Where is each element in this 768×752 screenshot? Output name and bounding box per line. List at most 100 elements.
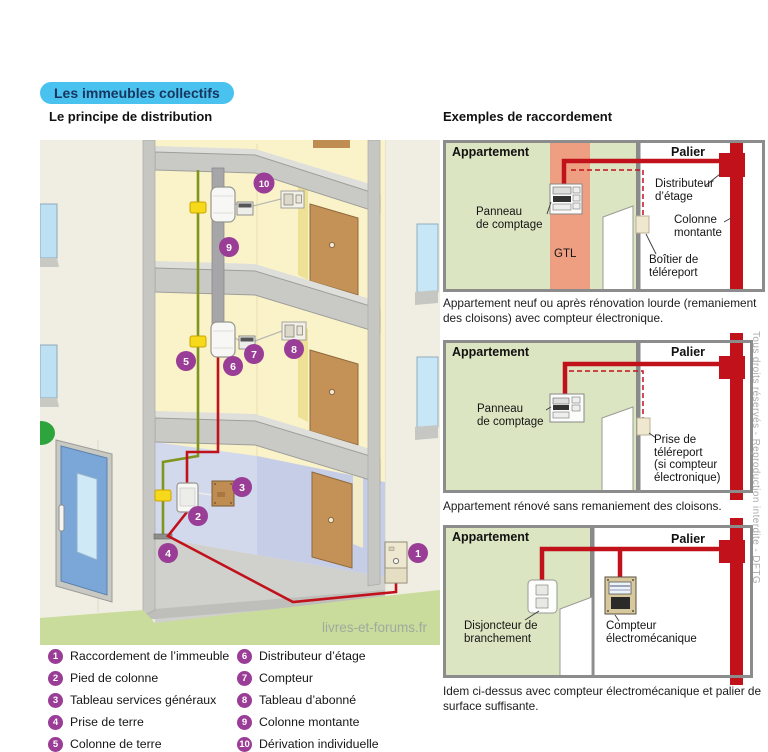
marker-9: 9: [219, 237, 239, 257]
marker-7: 7: [244, 344, 264, 364]
red-links: [539, 546, 723, 582]
label-boitier-telereport: Boîtier de téléreport: [649, 254, 699, 279]
schematic-new-apartment: Appartement Palier Panneau de comptage G…: [443, 140, 765, 292]
gtl-strip: [550, 140, 590, 292]
floor-distributor-box: [719, 356, 745, 379]
legend-label-9: Colonne montante: [259, 715, 360, 729]
side-watermark: Tous droits réservés - Reproduction inte…: [750, 331, 761, 585]
red-cable: [185, 357, 220, 483]
label-disjoncteur: Disjoncteur de branchement: [464, 620, 538, 645]
metering-panel-icon: [549, 183, 583, 215]
service-connection-box-icon: [384, 541, 408, 584]
svg-text:3: 3: [239, 482, 245, 494]
window-icon: [40, 203, 58, 259]
marker-5: 5: [176, 351, 196, 371]
legend-num-10: 10: [237, 736, 252, 752]
marker-10: 10: [253, 172, 275, 194]
legend-num-4: 4: [48, 714, 63, 730]
red-link: [562, 361, 723, 396]
legend-num-1: 1: [48, 648, 63, 664]
room-label-palier: Palier: [671, 345, 706, 359]
label-panneau-comptage: Panneau de comptage: [476, 206, 543, 231]
earth-connectors: [154, 201, 207, 502]
caption-schematic-1: Appartement neuf ou après rénovation lou…: [443, 296, 757, 325]
cut-wall-left: [142, 140, 156, 617]
legend-label-4: Prise de terre: [70, 715, 144, 729]
legend-label-3: Tableau services généraux: [70, 693, 217, 707]
caption-schematic-3: Idem ci-dessus avec compteur électroméca…: [443, 684, 762, 713]
marker-1: 1: [408, 543, 428, 563]
floor-distributor-box: [719, 540, 745, 563]
schematic-frame: [443, 140, 765, 292]
legend-item-10: 10 Dérivation individuelle: [237, 736, 379, 752]
schematic-frame: [443, 525, 753, 678]
label-prise-telereport: Prise de téléreport (si compteur électro…: [654, 434, 721, 484]
legend-num-2: 2: [48, 670, 63, 686]
hall-door-icon: [311, 471, 353, 569]
schematic-electromechanical: Appartement Palier Disjoncteur de branch…: [443, 518, 753, 685]
pointer-lines: [524, 610, 620, 622]
room-label-apartment: Appartement: [452, 530, 530, 544]
window-icon: [416, 356, 439, 428]
label-gtl: GTL: [554, 248, 577, 260]
teleport-box-icon: [635, 215, 650, 234]
marker-6: 6: [223, 356, 243, 376]
legend-num-9: 9: [237, 714, 252, 730]
window-icon: [40, 344, 58, 399]
svg-text:4: 4: [165, 548, 171, 560]
building-markers: 1 2 3 4 5 6 7 8 9 10: [158, 172, 428, 563]
metering-panel-icon: [549, 393, 585, 423]
teleport-link-dashed: [569, 370, 644, 418]
room-label-palier: Palier: [671, 145, 706, 159]
svg-text:7: 7: [251, 349, 257, 361]
site-watermark: livres-et-forums.fr: [322, 620, 428, 635]
legend-num-8: 8: [237, 692, 252, 708]
red-service-cable: [166, 511, 398, 604]
svg-text:1: 1: [415, 548, 421, 560]
marker-3: 3: [232, 477, 252, 497]
schematic-2-drawing: [443, 333, 753, 500]
building-base: [143, 590, 385, 620]
right-section-heading: Exemples de raccordement: [443, 109, 613, 124]
legend-num-3: 3: [48, 692, 63, 708]
circuit-breaker-icon: [527, 579, 558, 614]
door-icon: [313, 140, 350, 148]
marker-4: 4: [158, 543, 178, 563]
meter-icon: [236, 201, 254, 216]
svg-text:5: 5: [183, 356, 189, 368]
label-distributeur-etage: Distributeur d’étage: [655, 178, 714, 203]
room-label-palier: Palier: [671, 532, 706, 546]
schematic-1-drawing: [443, 140, 765, 292]
teleport-link-dashed: [571, 169, 644, 216]
schematic-3-drawing: [443, 518, 753, 685]
column-foot-box-icon: [176, 482, 213, 513]
pointer-lines: [545, 406, 657, 439]
legend-label-10: Dérivation individuelle: [259, 737, 379, 751]
legend-label-5: Colonne de terre: [70, 737, 162, 751]
legend-label-7: Compteur: [259, 671, 313, 685]
earth-rod-icon: [153, 533, 173, 540]
legend-label-6: Distributeur d’étage: [259, 649, 366, 663]
partition-wall: [636, 340, 641, 493]
schematic-frame: [443, 340, 753, 493]
open-door-icon: [601, 406, 634, 492]
open-door-icon: [602, 205, 634, 291]
floor-slabs: [154, 146, 381, 484]
apartment-door-icon: [309, 349, 359, 446]
teleport-socket-icon: [636, 417, 651, 436]
cut-wall-right: [367, 140, 381, 587]
label-colonne-montante: Colonne montante: [674, 214, 722, 239]
open-door-icon: [559, 596, 593, 677]
svg-text:2: 2: [195, 511, 201, 523]
legend-item-9: 9 Colonne montante: [237, 714, 360, 730]
floor-distributor-icon: [210, 321, 283, 358]
building-cutaway-illustration: 1 2 3 4 5 6 7 8 9 10 livres-et-forums.fr: [40, 140, 440, 645]
legend-item-3: 3 Tableau services généraux: [48, 692, 216, 708]
svg-text:6: 6: [230, 361, 236, 373]
